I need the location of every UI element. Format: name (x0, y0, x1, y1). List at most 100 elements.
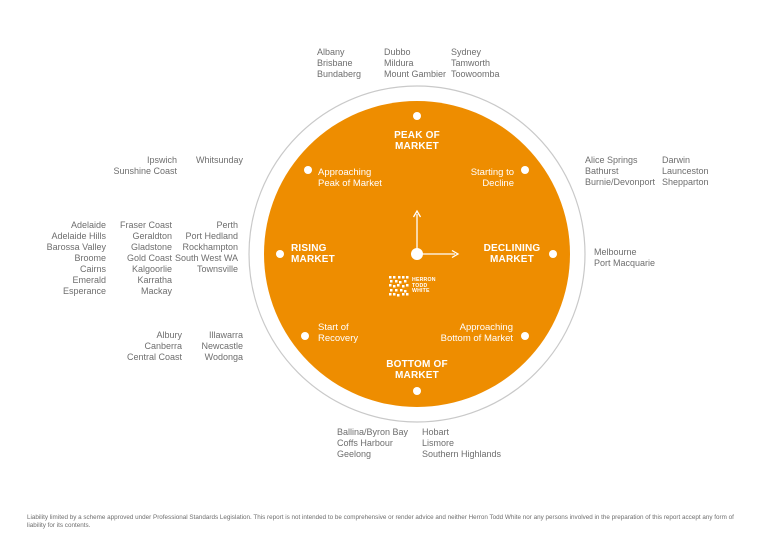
logo-wordmark: HERRON TODD WHITE (412, 277, 436, 295)
location-label: Southern Highlands (422, 449, 502, 459)
outer-ring (248, 85, 586, 423)
marker-bottom (413, 387, 421, 395)
phase-label-line: MARKET (395, 141, 439, 152)
location-label: Port Macquarie (594, 258, 656, 268)
peak-locations-col-3: Sydney Tamworth Toowoomba (451, 47, 500, 80)
marker-start-recovery (301, 332, 309, 340)
marker-declining (549, 250, 557, 258)
phase-label-line: Decline (482, 178, 514, 189)
phase-label-line: Start of (318, 322, 349, 333)
marker-rising (276, 250, 284, 258)
approaching-peak-locations-col-1: Ipswich Sunshine Coast (100, 155, 177, 177)
logo-line-2: TODD (412, 282, 428, 289)
minute-hand-arrowhead (451, 249, 460, 259)
location-label: Cairns (79, 264, 106, 274)
location-label: Mildura (384, 58, 414, 68)
location-label: Burnie/Devonport (585, 177, 656, 187)
location-label-highlighted: Brisbane (317, 58, 353, 68)
location-label: Gladstone (130, 242, 172, 252)
location-label: Toowoomba (451, 69, 500, 79)
location-label: Central Coast (126, 352, 182, 362)
logo-line-3: WHITE (412, 288, 430, 295)
phase-declining-market: DECLINING MARKET (472, 243, 552, 265)
rising-locations-col-2: Fraser Coast Geraldton Gladstone Gold Co… (110, 220, 172, 297)
location-label: Ipswich (146, 155, 177, 165)
bottom-locations-col-2: Hobart Lismore Southern Highlands (422, 427, 501, 460)
phase-rising-market: RISING MARKET (291, 243, 335, 265)
location-label: Fraser Coast (119, 220, 172, 230)
location-label: Karratha (137, 275, 172, 285)
location-label: Broome (74, 253, 106, 263)
location-label: Gold Coast (126, 253, 172, 263)
location-label: Bundaberg (317, 69, 362, 79)
peak-locations-col-1: Albany Brisbane Bundaberg (317, 47, 361, 80)
location-label: Launceston (662, 166, 709, 176)
peak-locations-col-2: Dubbo Mildura Mount Gambier (384, 47, 446, 80)
phase-label-line: MARKET (490, 254, 534, 265)
clock-center (411, 248, 423, 260)
location-label: Newcastle (201, 341, 243, 351)
marker-approaching-peak (304, 166, 312, 174)
start-recovery-locations-col-1: Albury Canberra Central Coast (110, 330, 182, 363)
location-label: Whitsunday (196, 155, 244, 165)
phase-approaching-bottom: Approaching Bottom of Market (420, 322, 513, 344)
location-label: Perth (216, 220, 238, 230)
location-label: Sunshine Coast (113, 166, 177, 176)
rising-locations-col-1: Adelaide Adelaide Hills Barossa Valley B… (30, 220, 106, 297)
location-label: Rockhampton (182, 242, 238, 252)
location-label: Geelong (337, 449, 372, 459)
phase-label-line: MARKET (395, 370, 439, 381)
location-label: Illawarra (208, 330, 243, 340)
phase-label-line: RISING (291, 243, 327, 254)
bottom-locations-col-1: Ballina/Byron Bay Coffs Harbour Geelong (337, 427, 408, 460)
location-label: Darwin (662, 155, 691, 165)
location-label: Melbourne (594, 247, 637, 257)
location-label-highlighted: Albury (156, 330, 182, 340)
declining-locations: Melbourne Port Macquarie (594, 247, 655, 269)
location-label: Shepparton (662, 177, 709, 187)
hour-hand-arrowhead (412, 209, 422, 218)
phase-label-line: PEAK OF (394, 130, 440, 141)
location-label: Ballina/Byron Bay (337, 427, 409, 437)
location-label-highlighted: Wodonga (204, 352, 243, 362)
phase-label-line: DECLINING (483, 243, 541, 254)
herron-todd-white-logo-mark (389, 276, 409, 297)
location-label: Bathurst (585, 166, 619, 176)
phase-label-line: Starting to (470, 167, 514, 178)
phase-bottom-of-market: BOTTOM OF MARKET (372, 359, 462, 381)
location-label: Adelaide (70, 220, 106, 230)
location-label: Coffs Harbour (337, 438, 393, 448)
phase-approaching-peak: Approaching Peak of Market (318, 167, 382, 189)
phase-label-line: Bottom of Market (440, 333, 513, 344)
approaching-peak-locations-col-2: Whitsunday (196, 155, 243, 166)
location-label: Geraldton (132, 231, 172, 241)
phase-label-line: Approaching (459, 322, 513, 333)
phase-label-line: BOTTOM OF (386, 359, 448, 370)
phase-start-of-recovery: Start of Recovery (318, 322, 358, 344)
starting-decline-locations-col-2: Darwin Launceston Shepparton (662, 155, 709, 188)
location-label: Mackay (140, 286, 172, 296)
phase-label-line: Peak of Market (318, 178, 382, 189)
location-label: Mount Gambier (384, 69, 447, 79)
location-label: Sydney (451, 47, 482, 57)
location-label: Barossa Valley (46, 242, 106, 252)
location-label: Townsville (196, 264, 238, 274)
rising-locations-col-3: Perth Port Hedland Rockhampton South Wes… (174, 220, 238, 275)
phase-peak-of-market: PEAK OF MARKET (377, 130, 457, 152)
phase-label-line: Recovery (318, 333, 359, 344)
location-label: Esperance (62, 286, 106, 296)
marker-starting-decline (521, 166, 529, 174)
location-label: Lismore (422, 438, 455, 448)
location-label: Alice Springs (585, 155, 638, 165)
marker-approaching-bottom (521, 332, 529, 340)
phase-label-line: Approaching (318, 167, 372, 178)
location-label: Tamworth (451, 58, 491, 68)
phase-label-line: MARKET (291, 254, 335, 265)
location-label: Dubbo (384, 47, 411, 57)
start-recovery-locations-col-2: Illawarra Newcastle Wodonga (190, 330, 243, 363)
logo-line-1: HERRON (412, 277, 436, 283)
location-label: Kalgoorlie (131, 264, 172, 274)
location-label: Adelaide Hills (51, 231, 106, 241)
disclaimer-text: Liability limited by a scheme approved u… (27, 514, 734, 529)
